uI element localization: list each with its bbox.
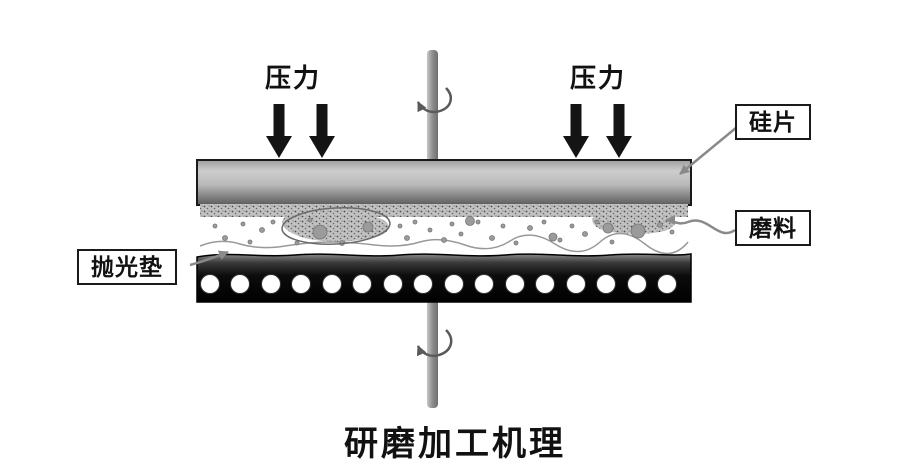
- wafer-leader-arrow: [679, 126, 738, 175]
- pressure-label-left: 压力: [264, 63, 321, 93]
- pressure-arrow: [309, 104, 335, 158]
- pressure-arrow: [606, 104, 632, 158]
- polishing-pad: [196, 253, 692, 303]
- abrasive-particles: [212, 216, 675, 246]
- pressure-arrow: [266, 104, 292, 158]
- pad-holes: [200, 274, 677, 294]
- particle-cluster-ellipse: [281, 207, 391, 245]
- abrasive-leader-arrow: [665, 215, 736, 235]
- slurry-wave-line: [199, 232, 689, 255]
- rotation-arrow-top: [416, 87, 453, 114]
- rotation-arrow-bottom: [416, 329, 453, 358]
- abrasive-label-box: 磨料: [735, 210, 811, 247]
- pressure-arrow: [563, 104, 589, 158]
- spindle-shaft-bottom: [427, 296, 438, 408]
- wafer-plate: [196, 159, 692, 206]
- wafer-label-box: 硅片: [735, 104, 811, 141]
- pressure-label-right: 压力: [569, 63, 626, 93]
- diagram-caption: 研磨加工机理: [344, 425, 566, 463]
- pad-leader-arrow: [189, 250, 229, 267]
- pad-label-box: 抛光垫: [77, 249, 177, 286]
- spindle-shaft-top: [427, 50, 438, 165]
- pressure-arrows: [266, 104, 632, 158]
